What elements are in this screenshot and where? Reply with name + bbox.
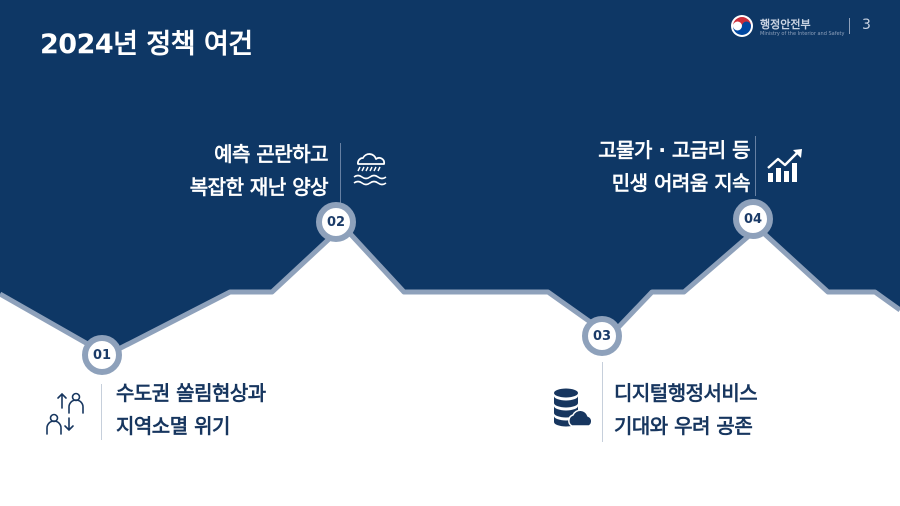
item-04-line2: 민생 어려움 지속: [611, 171, 751, 195]
ministry-subtitle: Ministry of the Interior and Safety: [760, 31, 845, 37]
taegeuk-emblem-icon: [731, 15, 753, 37]
item-01-divider: [101, 384, 102, 440]
item-02-line1: 예측 곤란하고: [214, 142, 328, 166]
storm-wave-icon: [353, 153, 387, 186]
item-03-divider: [602, 362, 603, 442]
item-03-label: 디지털행정서비스 기대와 우려 공존: [614, 377, 758, 443]
item-01-line1: 수도권 쏠림현상과: [116, 381, 266, 405]
page-title: 2024년 정책 여건: [40, 29, 253, 60]
item-01-badge: 01: [82, 335, 122, 375]
ministry-logo: 행정안전부 Ministry of the Interior and Safet…: [730, 14, 845, 42]
item-03-line1: 디지털행정서비스: [614, 381, 758, 405]
database-cloud-icon: [554, 388, 593, 427]
item-02-divider: [340, 143, 341, 203]
ministry-name: 행정안전부: [760, 18, 811, 31]
item-03-line2: 기대와 우려 공존: [614, 414, 753, 438]
item-02-badge: 02: [316, 202, 356, 242]
item-01-line2: 지역소멸 위기: [116, 414, 230, 438]
item-04-divider: [755, 136, 756, 196]
rising-chart-icon: [767, 149, 802, 182]
item-04-label: 고물가 · 고금리 등 민생 어려움 지속: [598, 134, 750, 200]
item-03-badge: 03: [582, 316, 622, 356]
item-01-label: 수도권 쏠림현상과 지역소멸 위기: [116, 377, 266, 443]
people-movement-icon: [46, 392, 84, 435]
page-number: 3: [862, 17, 871, 33]
page-divider: [849, 18, 850, 34]
item-04-badge: 04: [733, 199, 773, 239]
item-02-label: 예측 곤란하고 복잡한 재난 양상: [189, 138, 329, 204]
item-04-line1: 고물가 · 고금리 등: [598, 138, 750, 162]
item-02-line2: 복잡한 재난 양상: [189, 175, 329, 199]
